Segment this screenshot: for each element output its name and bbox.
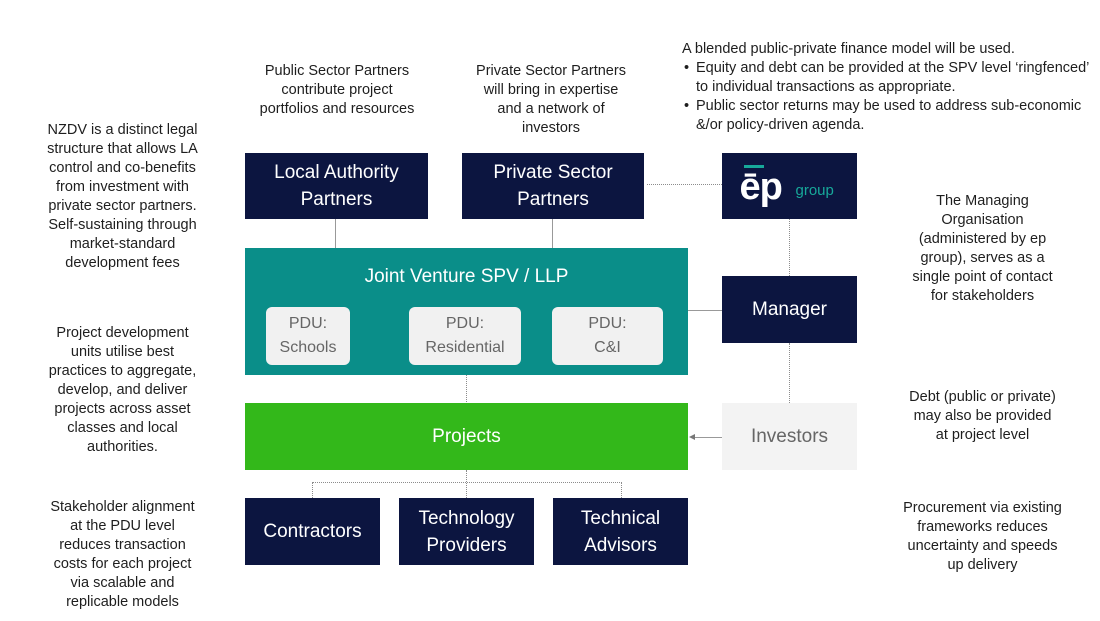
pdu-name: Schools [279,339,337,356]
private-sector-partners-label: Private Sector Partners [493,162,613,210]
note-private-sector: Private Sector Partners will bring in ex… [476,63,626,136]
arrow-head-icon [689,434,695,440]
pdu-prefix: PDU: [588,315,627,332]
note-procurement: Procurement via existing frameworks redu… [903,500,1062,573]
manager-box[interactable]: Manager [722,276,857,343]
connector-ps-to-ep [647,184,722,185]
technical-advisors-label: Technical Advisors [580,507,661,556]
technology-providers-box[interactable]: Technology Providers [399,498,534,565]
finance-title: A blended public-private finance model w… [682,41,1015,57]
connector-ps-to-jv [552,219,553,248]
finance-bullet: Equity and debt can be provided at the S… [684,59,1100,97]
finance-bullet: Public sector returns may be used to add… [684,97,1100,135]
local-authority-partners-box[interactable]: Local Authority Partners [245,153,428,219]
manager-label: Manager [752,299,827,320]
connector-projects-down [466,470,467,498]
pdu-residential-box[interactable]: PDU: Residential [409,307,521,365]
note-debt: Debt (public or private) may also be pro… [909,389,1056,443]
contractors-label: Contractors [263,521,362,542]
private-sector-partners-box[interactable]: Private Sector Partners [462,153,644,219]
pdu-name: C&I [594,339,621,356]
note-pdu-units: Project development units utilise best p… [48,325,197,455]
technical-advisors-box[interactable]: Technical Advisors [553,498,688,565]
investors-box[interactable]: Investors [722,403,857,470]
note-nzdv: NZDV is a distinct legal structure that … [47,122,198,271]
ep-group-logo: ēp group [730,161,850,211]
connector-jv-to-manager [688,310,722,311]
connector-manager-to-investors [789,343,790,403]
logo-accent-bar [743,165,764,168]
connector-to-contractors [312,482,313,498]
connector-suppliers-bus [312,482,622,483]
pdu-schools-box[interactable]: PDU: Schools [266,307,350,365]
connector-la-to-jv [335,219,336,248]
projects-label: Projects [432,425,501,447]
logo-group-text: group [795,182,834,199]
connector-to-advisors [621,482,622,498]
projects-box[interactable]: Projects [245,403,688,470]
connector-jv-to-projects [466,375,467,404]
pdu-ci-box[interactable]: PDU: C&I [552,307,663,365]
finance-bullets: Equity and debt can be provided at the S… [682,59,1100,135]
investors-label: Investors [750,425,829,447]
note-public-sector: Public Sector Partners contribute projec… [259,63,415,117]
joint-venture-title: Joint Venture SPV / LLP [364,266,569,287]
note-finance-model: A blended public-private finance model w… [682,40,1100,135]
connector-ep-to-manager [789,219,790,276]
connector-investors-to-projects [695,437,722,438]
pdu-prefix: PDU: [445,315,485,332]
pdu-prefix: PDU: [288,315,328,332]
contractors-box[interactable]: Contractors [245,498,380,565]
logo-ep-text: ēp [739,166,783,208]
ep-group-box[interactable]: ēp group [722,153,857,219]
technology-providers-label: Technology Providers [418,507,515,556]
note-managing-org: The Managing Organisation (administered … [912,193,1053,304]
pdu-name: Residential [425,339,505,356]
note-stakeholder: Stakeholder alignment at the PDU level r… [50,499,195,610]
local-authority-partners-label: Local Authority Partners [274,162,399,210]
